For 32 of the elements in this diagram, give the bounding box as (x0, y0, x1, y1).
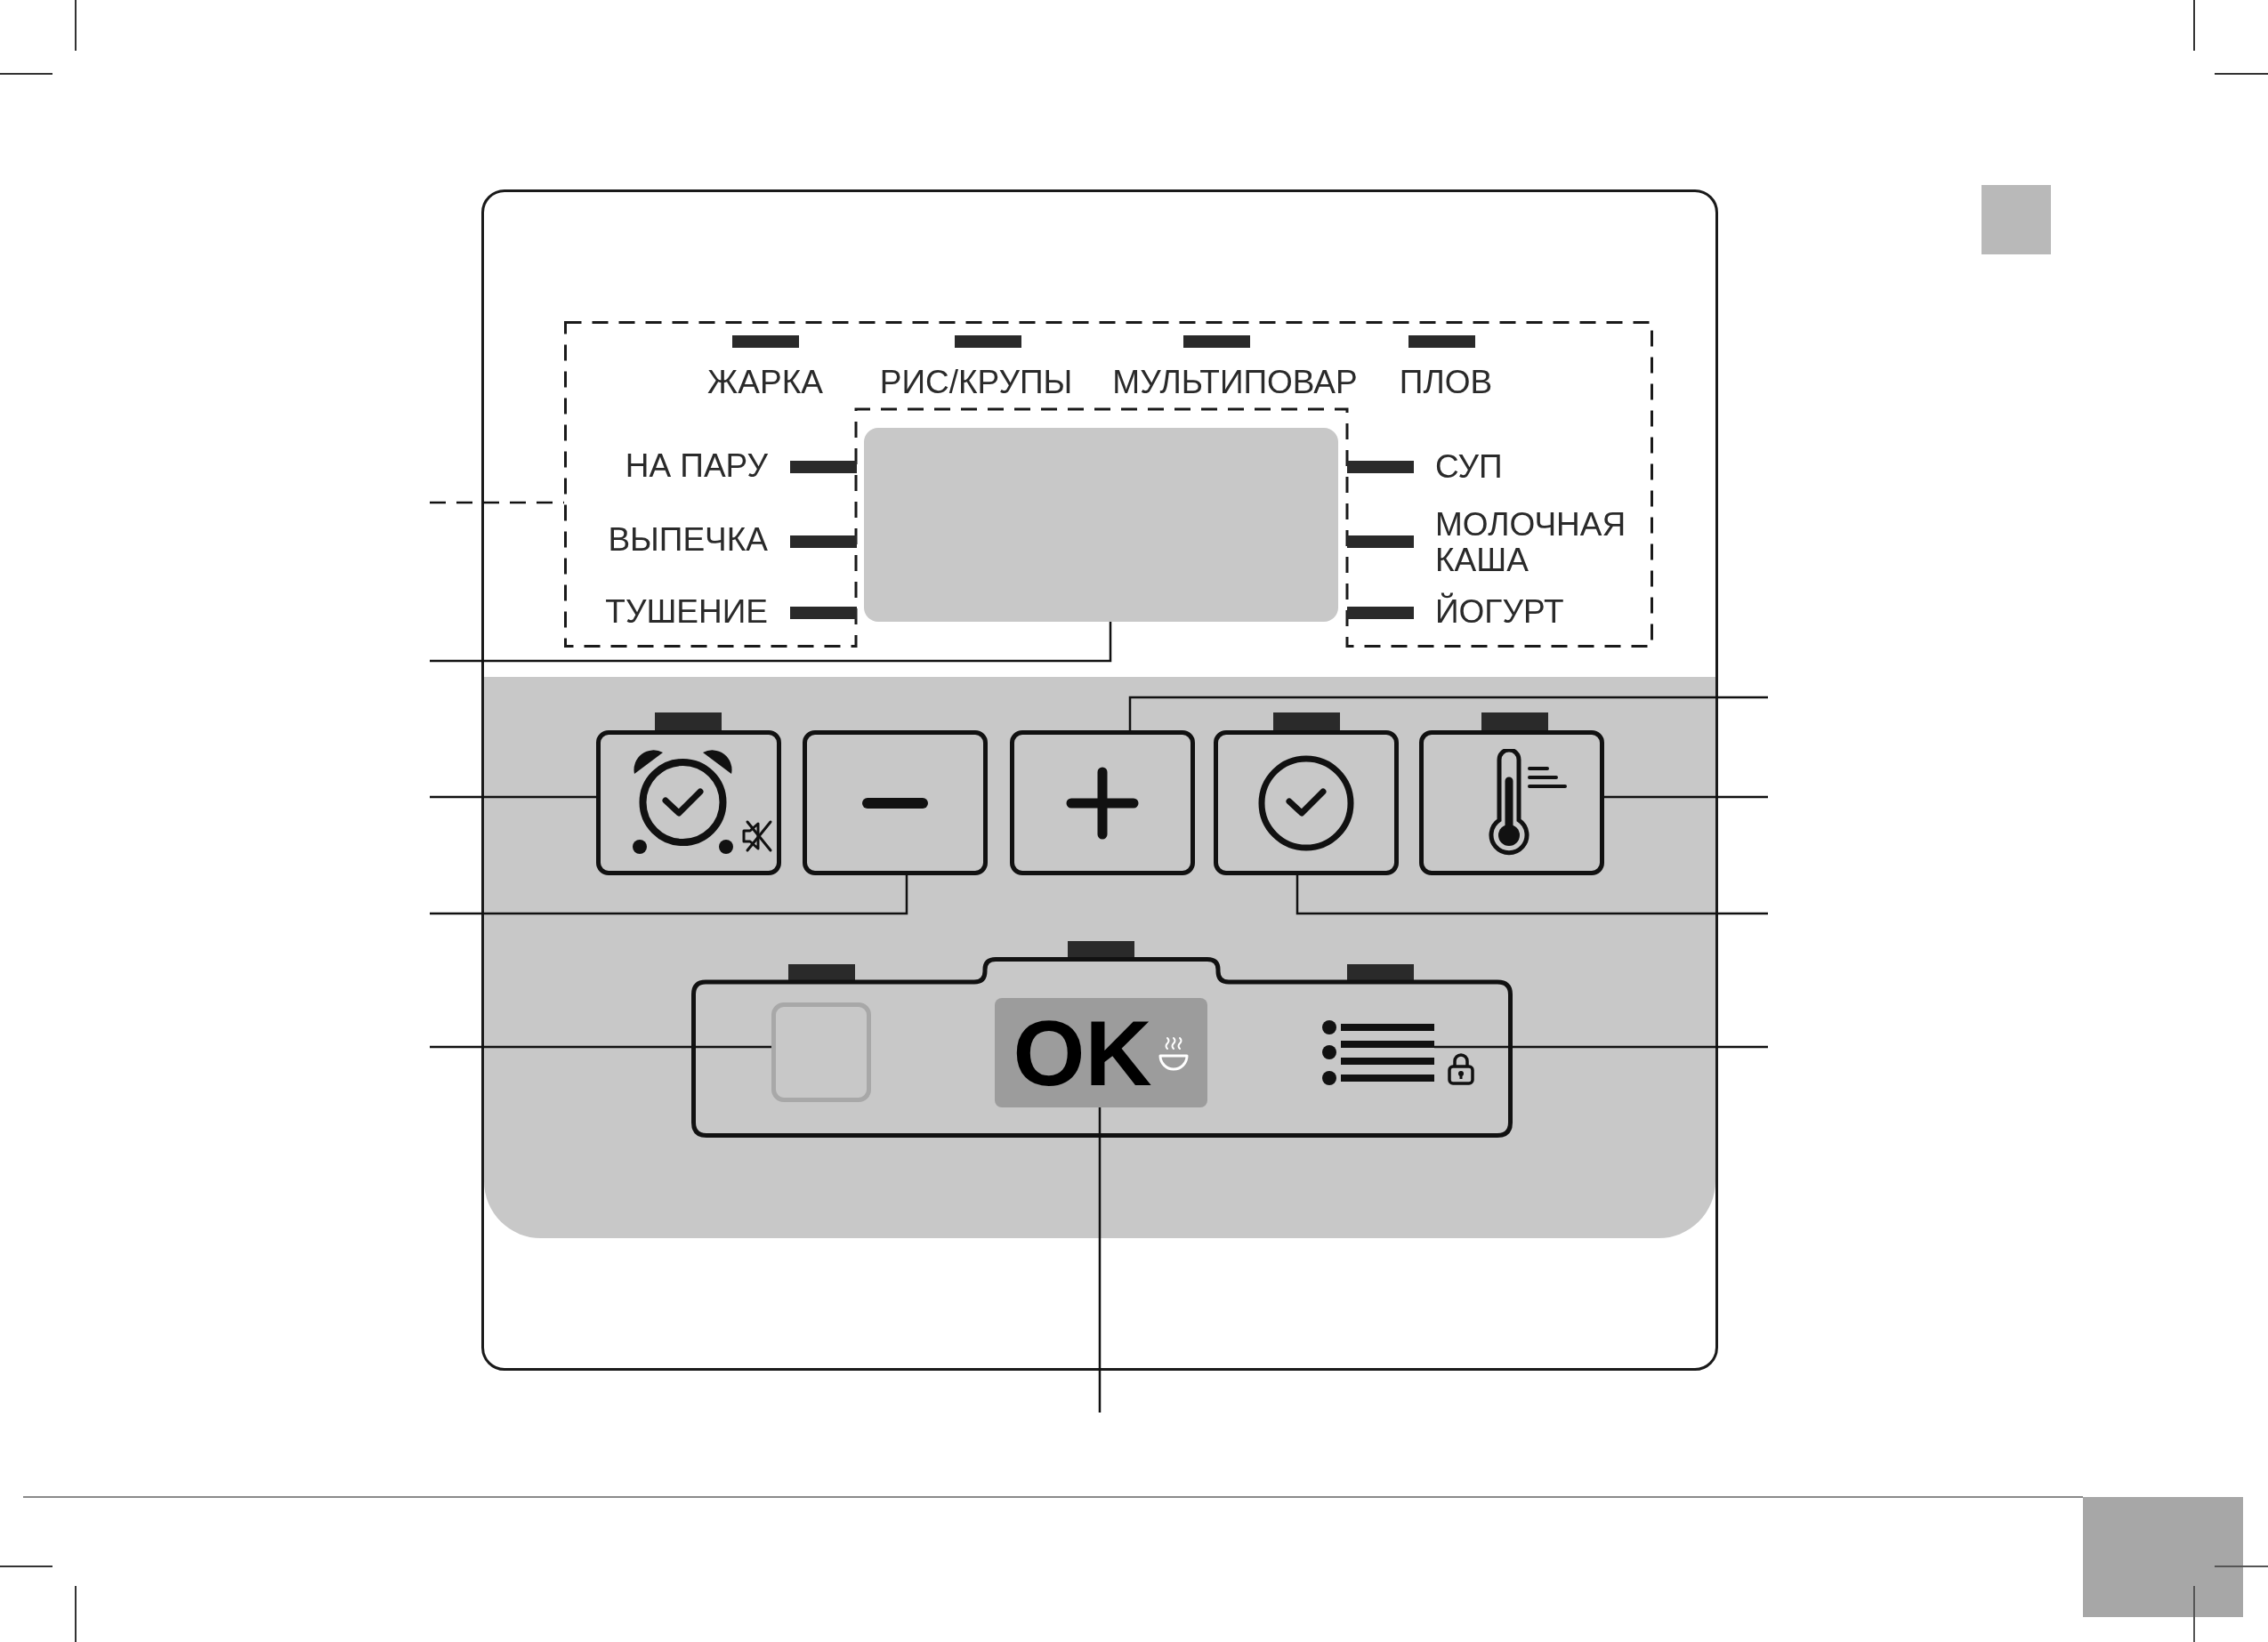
program-label: ВЫПЕЧКА (608, 522, 768, 558)
program-label: ПЛОВ (1399, 365, 1493, 400)
leader-line (430, 795, 596, 799)
leader-line (430, 875, 908, 915)
leader-line (1098, 1107, 1102, 1413)
program-label: ТУШЕНИЕ (605, 594, 768, 630)
program-label: ЖАРКА (707, 365, 823, 400)
blank-button (771, 1002, 871, 1102)
button-bar (691, 957, 1513, 1138)
leader-line (430, 1045, 771, 1049)
leader-line (1604, 795, 1768, 799)
leader-line (430, 501, 564, 504)
lcd-display (864, 428, 1338, 622)
alarm-button (596, 730, 781, 875)
list-icon (1322, 1019, 1434, 1086)
leader-line (430, 622, 1112, 663)
leader-line (1295, 875, 1768, 915)
minus-button (803, 730, 988, 875)
program-label: МУЛЬТИПОВАР (1112, 365, 1358, 400)
clock-button (1214, 730, 1399, 875)
program-label: ЙОГУРТ (1435, 594, 1564, 630)
control-panel (481, 189, 1718, 1371)
program-label: МОЛОЧНАЯ КАША (1435, 507, 1626, 578)
leader-line (1434, 1045, 1768, 1049)
program-label: РИС/КРУПЫ (879, 365, 1073, 400)
leader-line (1128, 696, 1768, 730)
program-label: НА ПАРУ (625, 448, 768, 484)
program-label: СУП (1435, 449, 1503, 485)
temperature-button (1419, 730, 1604, 875)
program-selection-area (564, 321, 1653, 648)
plus-button (1010, 730, 1195, 875)
ok-button: OK (995, 998, 1207, 1107)
